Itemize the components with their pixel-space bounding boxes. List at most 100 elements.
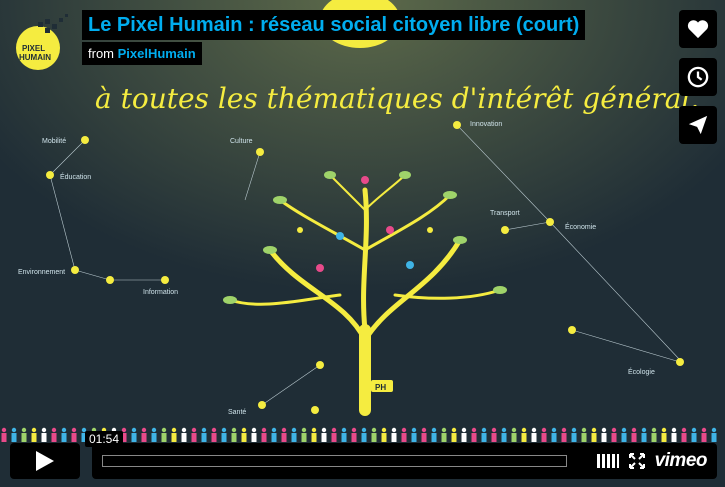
- fullscreen-icon[interactable]: [628, 453, 645, 469]
- person-figure-head: [521, 427, 527, 433]
- progress-bar[interactable]: [102, 455, 567, 467]
- heart-icon: [687, 20, 709, 39]
- person-figure-head: [551, 427, 557, 433]
- person-figure-head: [701, 427, 707, 433]
- person-figure-head: [191, 427, 197, 433]
- person-figure-body: [21, 433, 27, 442]
- person-figure-body: [401, 433, 407, 442]
- person-figure-head: [291, 427, 297, 433]
- person-figure-body: [691, 433, 697, 442]
- volume-bars-icon[interactable]: [596, 454, 619, 468]
- tree-illustration: [228, 174, 502, 416]
- person-figure-head: [361, 427, 367, 433]
- person-figure-body: [391, 433, 397, 442]
- person-figure-body: [351, 433, 357, 442]
- person-figure-head: [261, 427, 267, 433]
- person-figure-body: [161, 433, 167, 442]
- video-title[interactable]: Le Pixel Humain : réseau social citoyen …: [82, 10, 586, 40]
- person-figure-body: [1, 433, 7, 442]
- person-figure-head: [351, 427, 357, 433]
- person-figure-body: [461, 433, 467, 442]
- person-figure-body: [411, 433, 417, 442]
- topic-label: Transport: [490, 210, 520, 217]
- person-figure-body: [681, 433, 687, 442]
- person-figure-body: [211, 433, 217, 442]
- person-figure-head: [561, 427, 567, 433]
- person-figure-head: [311, 427, 317, 433]
- person-figure-head: [71, 427, 77, 433]
- person-figure-body: [131, 433, 137, 442]
- person-figure-head: [421, 427, 427, 433]
- person-figure-body: [471, 433, 477, 442]
- person-figure-body: [361, 433, 367, 442]
- person-figure-body: [261, 433, 267, 442]
- person-figure-body: [381, 433, 387, 442]
- person-figure-body: [661, 433, 667, 442]
- person-figure-body: [591, 433, 597, 442]
- person-figure-head: [411, 427, 417, 433]
- person-figure-head: [251, 427, 257, 433]
- person-figure-body: [51, 433, 57, 442]
- person-figure-body: [201, 433, 207, 442]
- person-figure-head: [431, 427, 437, 433]
- time-indicator: 01:54: [85, 431, 124, 447]
- person-figure-head: [131, 427, 137, 433]
- person-figure-body: [121, 433, 127, 442]
- trunk-label: PH: [375, 383, 386, 392]
- person-figure-head: [691, 427, 697, 433]
- person-figure-head: [531, 427, 537, 433]
- person-figure-body: [151, 433, 157, 442]
- person-figure-body: [551, 433, 557, 442]
- person-figure-body: [81, 433, 87, 442]
- tree-leaves: [223, 171, 507, 304]
- person-figure-body: [631, 433, 637, 442]
- person-figure-head: [161, 427, 167, 433]
- person-figure-body: [231, 433, 237, 442]
- person-figure-body: [321, 433, 327, 442]
- person-figure-body: [651, 433, 657, 442]
- topic-label: Innovation: [470, 121, 502, 128]
- person-figure-head: [511, 427, 517, 433]
- person-figure-head: [591, 427, 597, 433]
- pixel-humain-logo[interactable]: PIXEL HUMAIN: [14, 12, 76, 74]
- person-figure-body: [611, 433, 617, 442]
- person-figure-body: [71, 433, 77, 442]
- control-bar: 01:54 vimeo: [85, 431, 717, 479]
- person-figure-body: [191, 433, 197, 442]
- person-figure-head: [241, 427, 247, 433]
- person-figure-body: [281, 433, 287, 442]
- author-link[interactable]: PixelHumain: [117, 46, 196, 61]
- person-figure-body: [181, 433, 187, 442]
- person-figure-body: [341, 433, 347, 442]
- topic-label: Éducation: [60, 172, 91, 181]
- topic-label: Environnement: [18, 269, 65, 276]
- person-figure-body: [11, 433, 17, 442]
- person-figure-body: [521, 433, 527, 442]
- share-button[interactable]: [679, 106, 717, 144]
- watch-later-button[interactable]: [679, 58, 717, 96]
- person-figure-head: [121, 427, 127, 433]
- player-controls: 01:54 vimeo: [8, 431, 717, 479]
- person-figure-head: [491, 427, 497, 433]
- person-figure-body: [41, 433, 47, 442]
- person-figure-head: [231, 427, 237, 433]
- person-figure-body: [491, 433, 497, 442]
- person-figure-head: [571, 427, 577, 433]
- person-figure-head: [271, 427, 277, 433]
- person-figure-head: [631, 427, 637, 433]
- vimeo-logo[interactable]: vimeo: [654, 450, 708, 471]
- headline-text: à toutes les thématiques d'intérêt génér…: [95, 82, 699, 115]
- person-figure-head: [501, 427, 507, 433]
- person-figure-body: [541, 433, 547, 442]
- person-figure-head: [641, 427, 647, 433]
- byline: from PixelHumain: [82, 42, 202, 65]
- person-figure-head: [331, 427, 337, 433]
- like-button[interactable]: [679, 10, 717, 48]
- person-figure-body: [221, 433, 227, 442]
- play-button[interactable]: [10, 443, 80, 479]
- person-figure-head: [451, 427, 457, 433]
- topic-label: Écologie: [628, 367, 655, 376]
- person-figure-body: [581, 433, 587, 442]
